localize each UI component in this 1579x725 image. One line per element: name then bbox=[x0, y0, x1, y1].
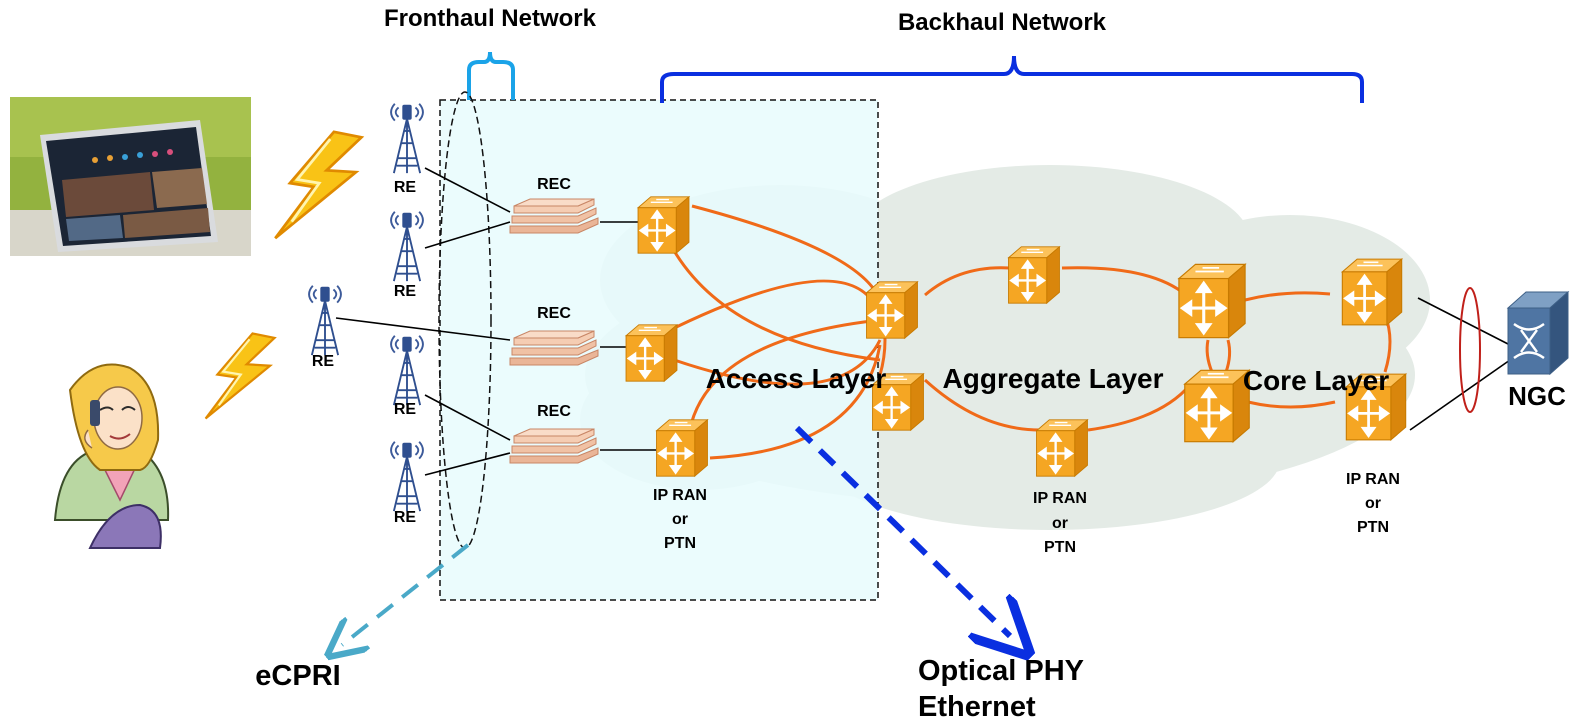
ecpri-label: eCPRI bbox=[255, 660, 340, 692]
svg-text:PTN: PTN bbox=[1357, 519, 1389, 536]
fronthaul-title: Fronthaul Network bbox=[384, 5, 597, 32]
re-rec-links bbox=[335, 167, 511, 476]
rec-label: REC bbox=[537, 305, 571, 322]
re-label: RE bbox=[394, 401, 417, 418]
optical-label-line1: Optical PHY bbox=[918, 655, 1084, 687]
router-icon[interactable] bbox=[1340, 257, 1404, 327]
svg-text:or: or bbox=[1052, 515, 1068, 532]
router-icon[interactable] bbox=[1183, 368, 1251, 444]
router-icon[interactable] bbox=[1007, 245, 1061, 305]
rec-router-links bbox=[600, 221, 1511, 451]
rec-label: REC bbox=[537, 176, 571, 193]
baseband-unit-icon bbox=[509, 330, 599, 366]
baseband-unit-icon bbox=[509, 428, 599, 464]
router-icon[interactable] bbox=[1177, 262, 1247, 340]
aggregate-layer-label: Aggregate Layer bbox=[943, 363, 1164, 394]
access-layer-label: Access Layer bbox=[706, 363, 887, 394]
rec-label: REC bbox=[537, 403, 571, 420]
ipran-label-aggregate: IP RAN or PTN bbox=[1033, 490, 1087, 556]
ipran-label-access: IP RAN or PTN bbox=[653, 487, 707, 552]
ngc-label: NGC bbox=[1508, 381, 1566, 411]
core-layer-label: Core Layer bbox=[1243, 365, 1389, 396]
router-icon[interactable] bbox=[624, 323, 679, 383]
optical-arrow bbox=[794, 425, 1010, 636]
re-label: RE bbox=[394, 179, 417, 196]
router-icon[interactable] bbox=[1035, 418, 1089, 478]
backhaul-title: Backhaul Network bbox=[898, 9, 1107, 36]
svg-text:IP RAN: IP RAN bbox=[653, 487, 707, 504]
svg-text:IP RAN: IP RAN bbox=[1033, 490, 1087, 507]
router-icon[interactable] bbox=[655, 418, 709, 478]
svg-text:IP RAN: IP RAN bbox=[1346, 471, 1400, 488]
fronthaul-brace bbox=[467, 51, 515, 100]
radio-tower-icon bbox=[390, 334, 424, 407]
baseband-unit-icon bbox=[509, 198, 599, 234]
svg-text:or: or bbox=[1365, 495, 1381, 512]
radio-tower-icon bbox=[390, 440, 424, 513]
ecpri-arrow bbox=[342, 543, 470, 645]
svg-text:or: or bbox=[672, 511, 688, 528]
optical-label-line2: Ethernet bbox=[918, 691, 1036, 723]
radio-tower-icon bbox=[390, 102, 424, 175]
re-label: RE bbox=[394, 509, 417, 526]
router-icon[interactable] bbox=[636, 195, 691, 255]
phone-user-illustration bbox=[53, 363, 170, 549]
svg-text:PTN: PTN bbox=[1044, 539, 1076, 556]
core-switch-icon[interactable] bbox=[1506, 290, 1570, 376]
tablet-photo bbox=[10, 97, 251, 256]
radio-tower-icon bbox=[390, 210, 424, 283]
lightning-icon bbox=[204, 332, 276, 420]
ipran-label-core: IP RAN or PTN bbox=[1346, 471, 1400, 536]
radio-tower-icon bbox=[308, 284, 342, 357]
re-label: RE bbox=[394, 283, 417, 300]
re-label: RE bbox=[312, 353, 335, 370]
backhaul-brace bbox=[660, 55, 1364, 103]
svg-text:PTN: PTN bbox=[664, 535, 696, 552]
lightning-icon bbox=[273, 130, 363, 240]
router-icon[interactable] bbox=[865, 280, 919, 340]
ngc-link-group bbox=[1459, 287, 1481, 413]
